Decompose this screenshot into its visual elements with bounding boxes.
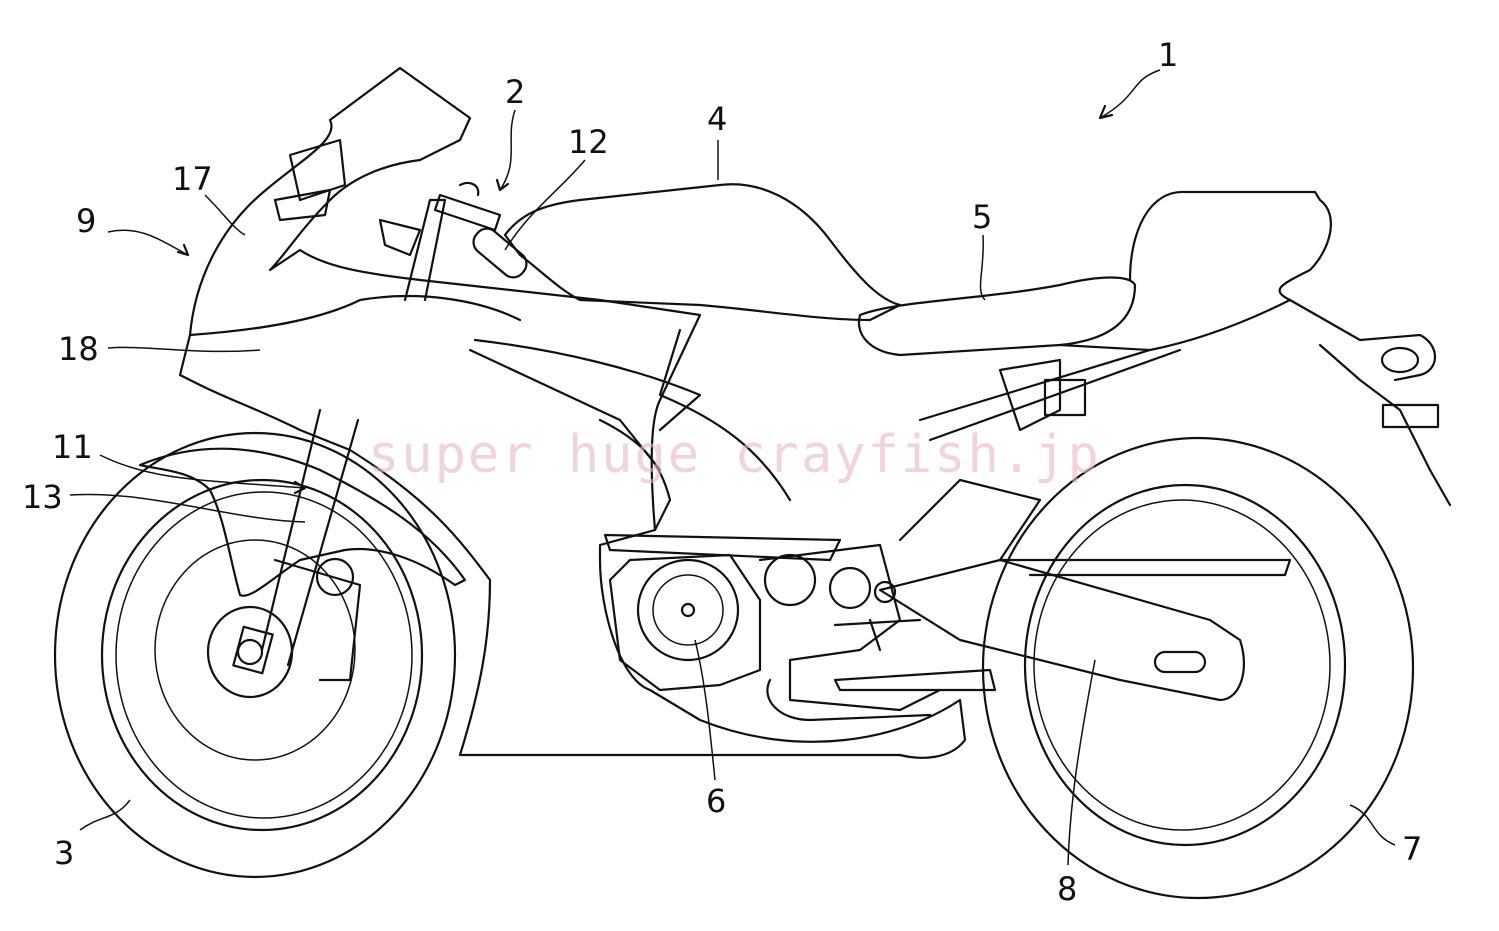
ref-12: 12 <box>568 123 609 161</box>
fuel-tank <box>503 183 902 322</box>
front-wheel <box>53 431 457 879</box>
cowl <box>178 66 967 759</box>
ref-18: 18 <box>58 330 99 368</box>
ref-9: 9 <box>76 202 96 240</box>
front-fender <box>138 447 467 597</box>
ref-11: 11 <box>52 428 93 466</box>
rear-wheel <box>981 436 1415 900</box>
ref-17: 17 <box>172 160 213 198</box>
ref-6: 6 <box>706 782 726 820</box>
frame <box>918 348 1182 442</box>
windscreen <box>288 138 347 202</box>
seat <box>857 276 1137 357</box>
front-fork <box>232 408 362 682</box>
ref-1: 1 <box>1158 36 1178 74</box>
ref-2: 2 <box>505 73 525 111</box>
ref-3: 3 <box>54 834 74 872</box>
ref-8: 8 <box>1057 870 1077 908</box>
ref-4: 4 <box>707 100 727 138</box>
tail-cowl <box>1128 190 1436 382</box>
handlebar <box>378 181 528 302</box>
ref-5: 5 <box>972 198 992 236</box>
leader-lines <box>69 69 1396 866</box>
watermark: super huge crayfish.jp <box>368 425 1101 485</box>
ref-7: 7 <box>1402 830 1422 868</box>
ref-13: 13 <box>22 478 63 516</box>
engine <box>603 533 942 722</box>
swing-arm <box>878 558 1245 702</box>
